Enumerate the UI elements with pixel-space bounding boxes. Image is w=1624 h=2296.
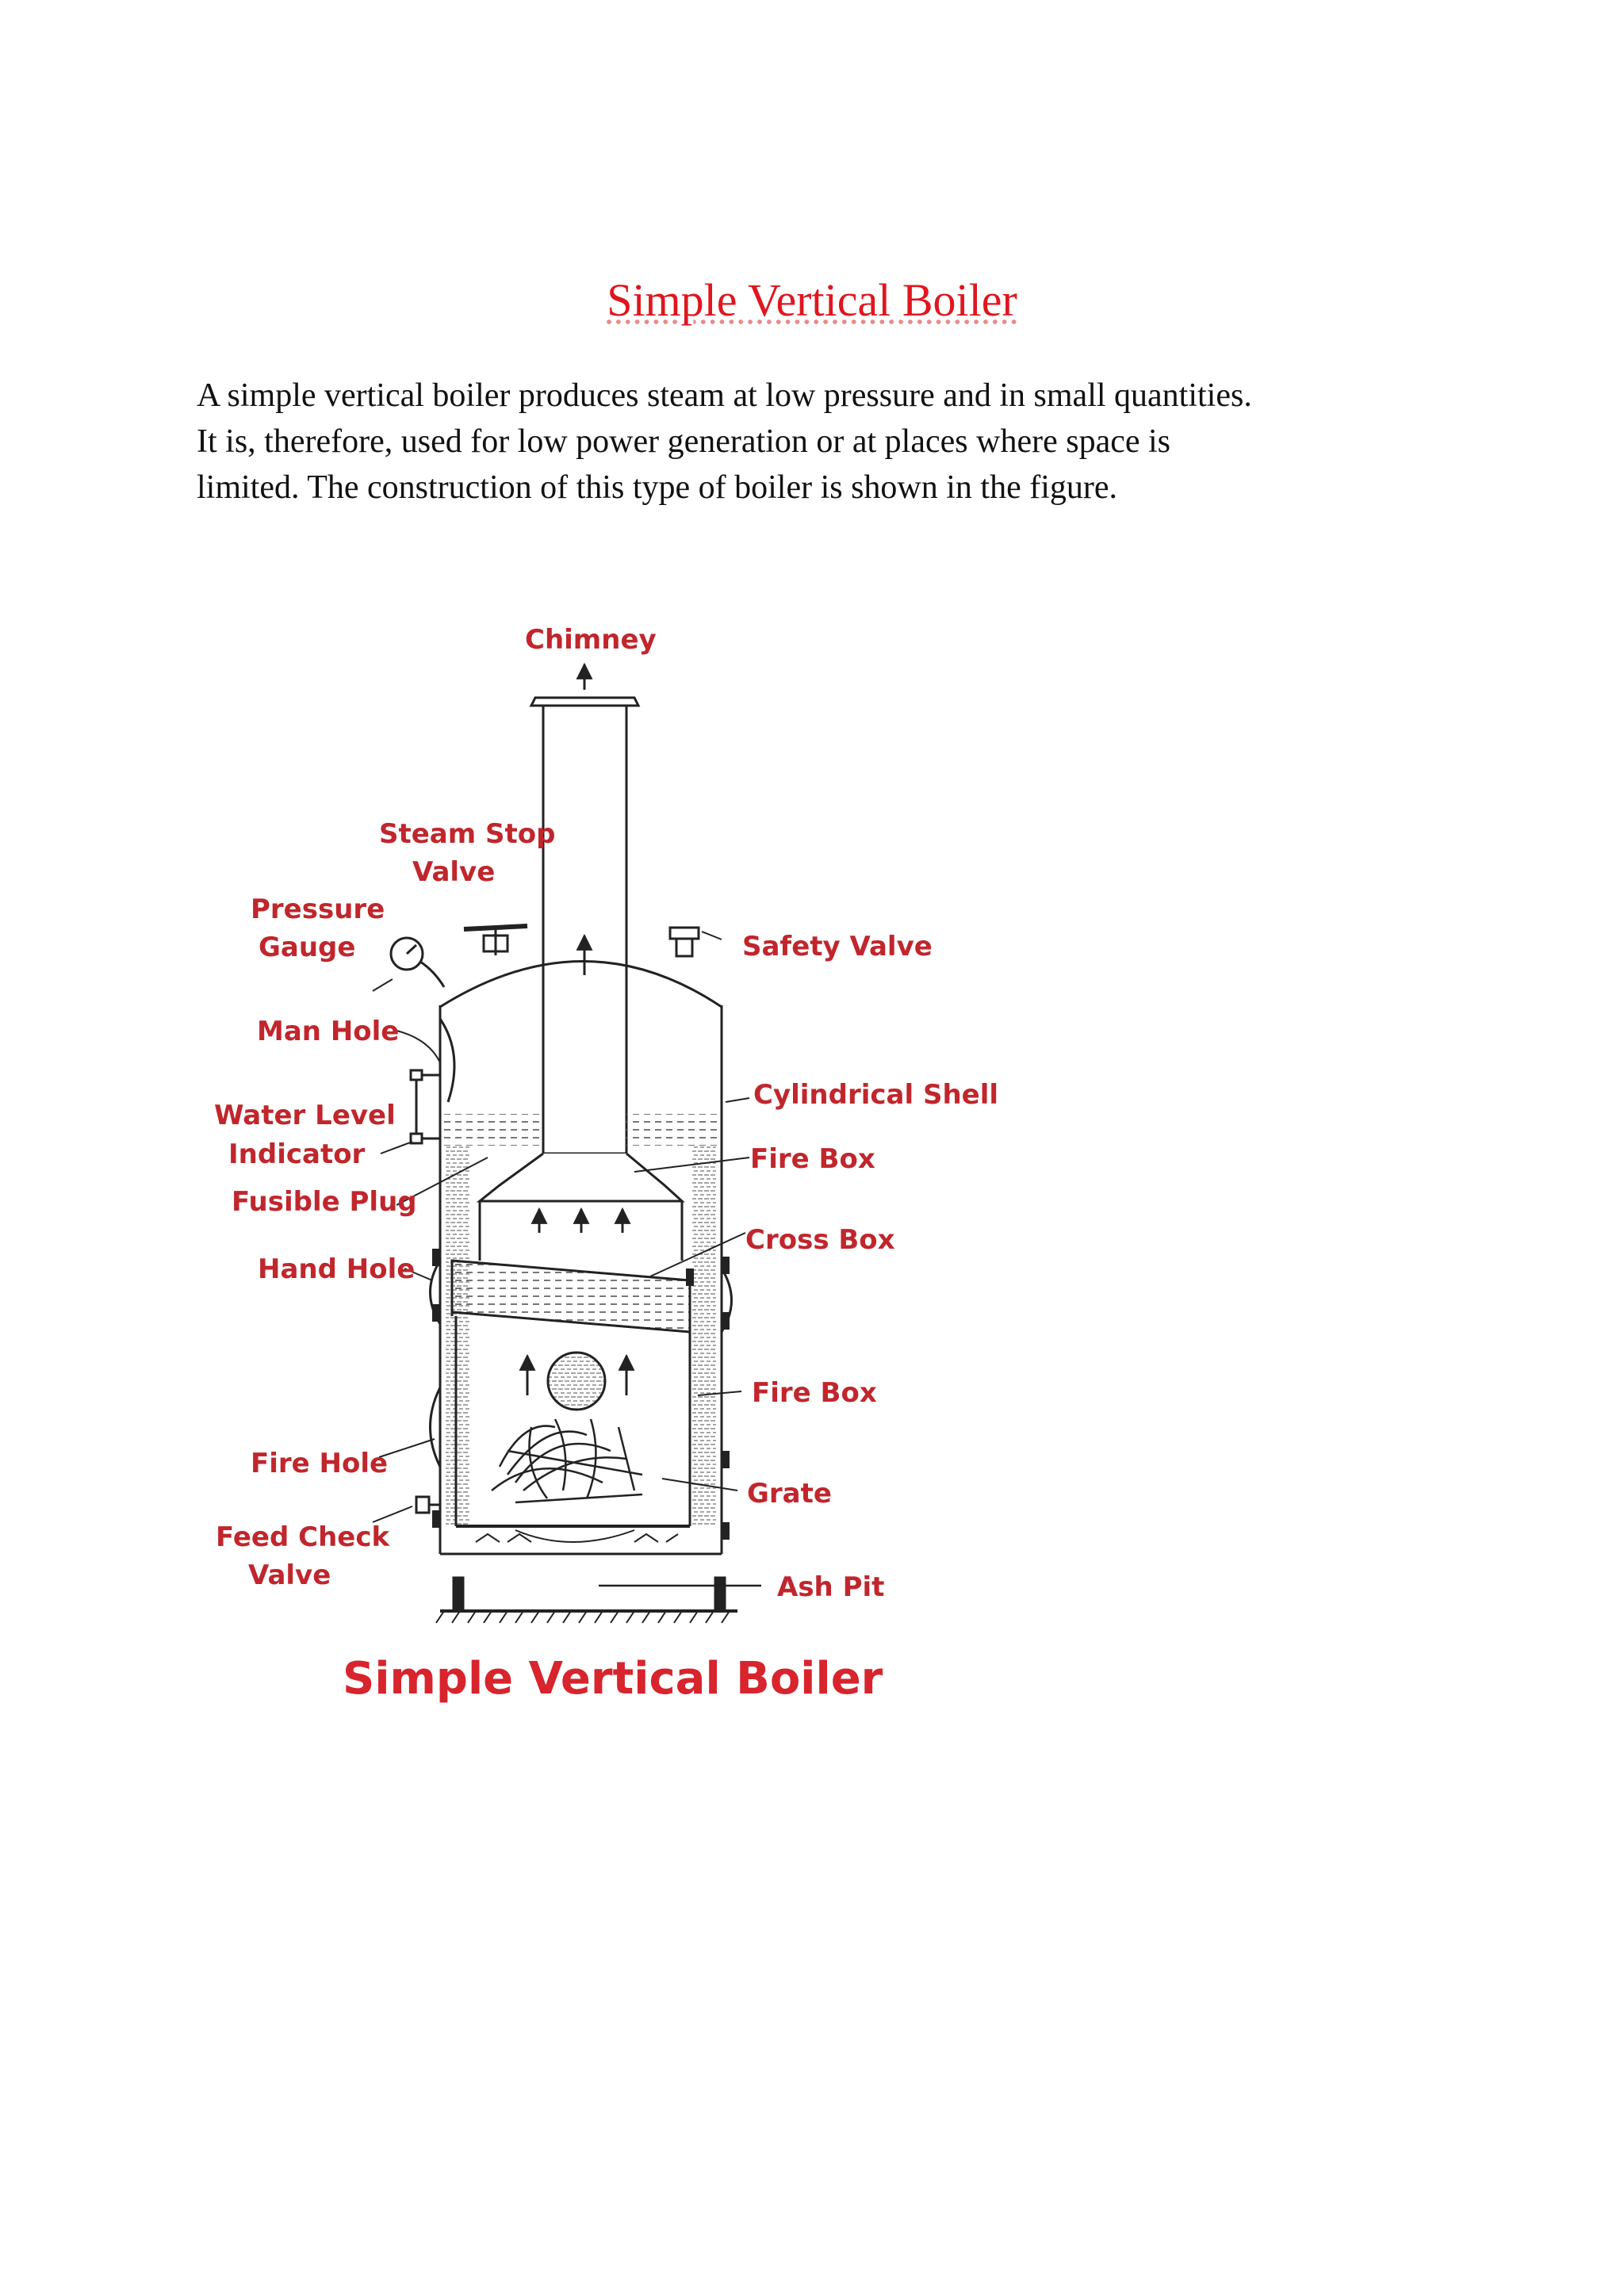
intro-paragraph: A simple vertical boiler produces steam … [197,373,1465,511]
water-level-indicator-shape [409,1069,440,1145]
label-chimney: Chimney [525,624,657,656]
label-fusible-plug: Fusible Plug [232,1186,417,1218]
boiler-drawing [372,662,761,1624]
page-title: Simple Vertical Boiler [607,274,1017,326]
label-ash-pit: Ash Pit [777,1571,884,1603]
paragraph-line: It is, therefore, used for low power gen… [197,423,1171,460]
label-steam-stop-valve: Steam Stop [379,818,555,850]
shell-dome [439,960,722,1008]
label-pressure-gauge: Pressure [251,894,385,925]
pressure-gauge-shape [389,936,446,988]
paragraph-line: A simple vertical boiler produces steam … [197,377,1252,414]
label-safety-valve: Safety Valve [742,931,933,962]
label-grate: Grate [747,1478,832,1510]
steam-stop-valve-shape [463,924,528,955]
label-cylindrical-shell: Cylindrical Shell [753,1079,998,1111]
safety-valve-shape [668,926,700,958]
label-man-hole: Man Hole [257,1016,399,1047]
fire-box-upper [476,1152,685,1203]
label-feed-check-valve: Valve [248,1559,331,1591]
label-fire-box: Fire Box [750,1143,875,1175]
fuel-bed [491,1418,643,1504]
label-cross-box: Cross Box [745,1224,895,1256]
feed-check-valve-shape [415,1495,440,1514]
combustion-ball [546,1351,607,1411]
label-pressure-gauge: Gauge [259,932,355,963]
label-fire-box: Fire Box [752,1377,877,1409]
label-water-level-indicator: Indicator [228,1138,366,1170]
label-steam-stop-valve: Valve [412,856,495,888]
label-water-level-indicator: Water Level [214,1100,396,1131]
chimney-pipe [529,662,641,1155]
figure-caption: Simple Vertical Boiler [343,1653,883,1705]
paragraph-line: limited. The construction of this type o… [197,469,1118,506]
label-hand-hole: Hand Hole [258,1253,415,1285]
label-fire-hole: Fire Hole [251,1448,388,1479]
label-feed-check-valve: Feed Check [216,1521,391,1553]
cross-box-shape [450,1259,691,1334]
